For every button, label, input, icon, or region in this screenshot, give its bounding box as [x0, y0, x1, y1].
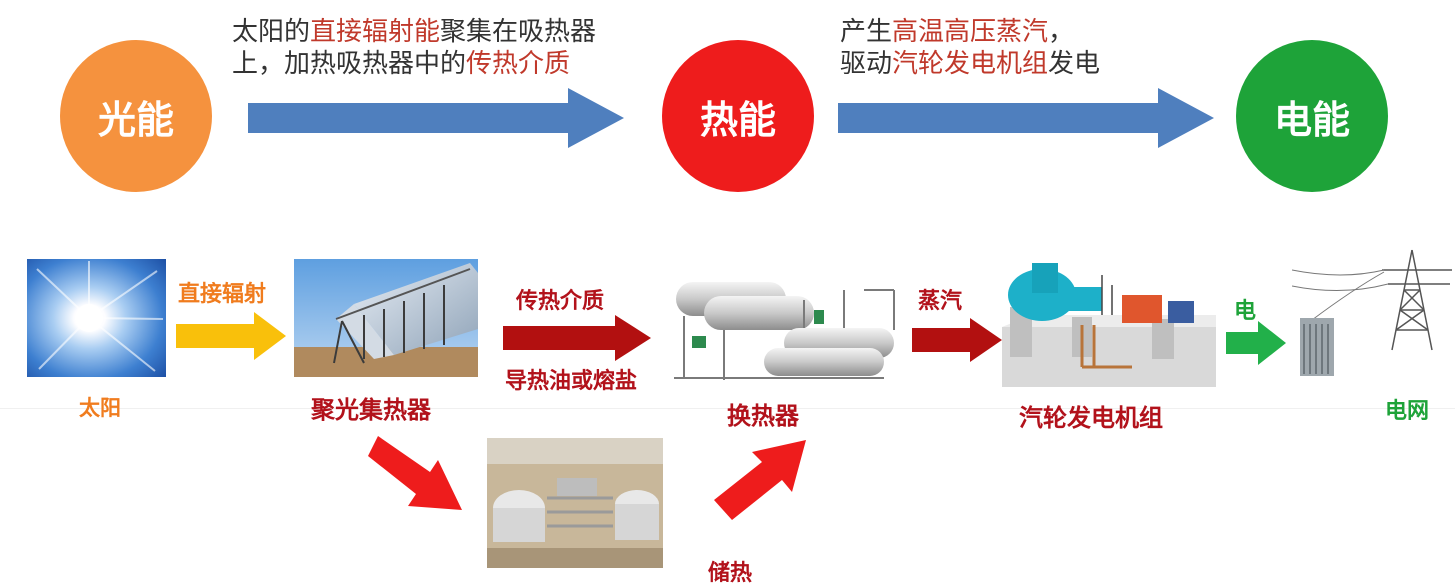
heat-energy-label: 热能: [699, 97, 776, 142]
light-energy-node: 光能: [60, 40, 212, 192]
storage-label: 储热: [708, 560, 753, 586]
desc2-text: ，: [1048, 17, 1075, 47]
from-storage-arrow: [714, 440, 806, 520]
desc1-text: 上，加热吸热器中的: [232, 49, 467, 79]
electricity-label: 电: [1234, 298, 1257, 324]
steam-label: 蒸汽: [918, 288, 963, 314]
light-to-heat-description: 太阳的直接辐射能聚集在吸热器 上，加热吸热器中的传热介质: [232, 16, 596, 80]
electricity-arrow: [1226, 321, 1286, 365]
direct-radiation-arrow: [176, 312, 286, 360]
heat-exchanger-image: [664, 270, 904, 388]
desc1-text: 聚集在吸热器: [440, 17, 597, 47]
desc1-highlight: 直接辐射能: [310, 17, 441, 47]
electric-energy-node: 电能: [1236, 40, 1388, 192]
desc2-text: 发电: [1048, 49, 1101, 79]
desc1-text: 太阳的: [232, 17, 311, 47]
heat-to-electric-description: 产生高温高压蒸汽， 驱动汽轮发电机组发电: [840, 16, 1100, 80]
direct-radiation-label: 直接辐射: [178, 281, 267, 307]
desc2-highlight: 高温高压蒸汽: [892, 17, 1049, 47]
htf-label: 传热介质: [516, 288, 605, 314]
electric-energy-label: 电能: [1273, 97, 1350, 142]
light-to-heat-arrow: [248, 88, 624, 148]
desc1-highlight: 传热介质: [466, 49, 571, 79]
htf-arrow: [503, 315, 651, 361]
to-storage-arrow: [368, 436, 462, 510]
collector-label: 聚光集热器: [311, 395, 431, 424]
grid-label: 电网: [1385, 398, 1430, 424]
solar-collector-image: [294, 259, 478, 377]
htf-examples-label: 导热油或熔盐: [505, 368, 638, 394]
desc2-text: 产生: [840, 17, 893, 47]
heat-energy-node: 热能: [662, 40, 814, 192]
light-energy-label: 光能: [97, 97, 174, 142]
sun-label: 太阳: [79, 395, 121, 420]
heat-exchanger-label: 换热器: [727, 401, 799, 430]
power-grid-image: [1292, 240, 1455, 386]
turbine-generator-image: [1002, 255, 1216, 387]
divider-line: [0, 408, 1455, 409]
desc2-text: 驱动: [840, 49, 893, 79]
desc2-highlight: 汽轮发电机组: [892, 49, 1049, 79]
turbine-label: 汽轮发电机组: [1019, 403, 1163, 432]
sun-image: [27, 259, 166, 377]
heat-to-electric-arrow: [838, 88, 1214, 148]
thermal-storage-image: [487, 438, 663, 568]
steam-arrow: [912, 318, 1002, 362]
